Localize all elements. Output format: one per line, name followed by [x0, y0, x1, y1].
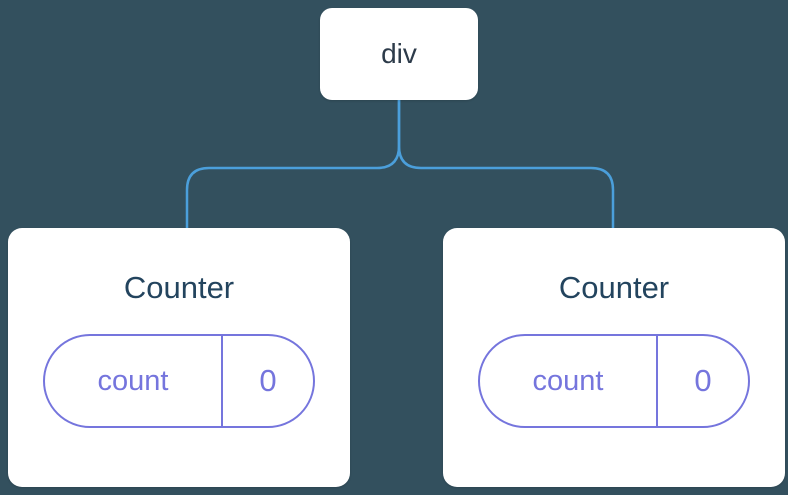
state-key: count [97, 364, 169, 397]
state-value: 0 [694, 363, 712, 398]
state-pill: count 0 [478, 334, 750, 428]
pill-divider [221, 336, 223, 426]
root-node-label: div [381, 38, 417, 69]
connector-right [397, 98, 615, 234]
counter-title: Counter [558, 270, 670, 305]
connector-left [185, 98, 401, 234]
counter-card-left: Counter count 0 [8, 228, 350, 487]
counter-card-right: Counter count 0 [443, 228, 785, 487]
pill-divider [656, 336, 658, 426]
state-pill: count 0 [43, 334, 315, 428]
state-key: count [532, 364, 604, 397]
state-value: 0 [259, 363, 277, 398]
counter-title: Counter [123, 270, 235, 305]
root-node: div [320, 8, 478, 100]
